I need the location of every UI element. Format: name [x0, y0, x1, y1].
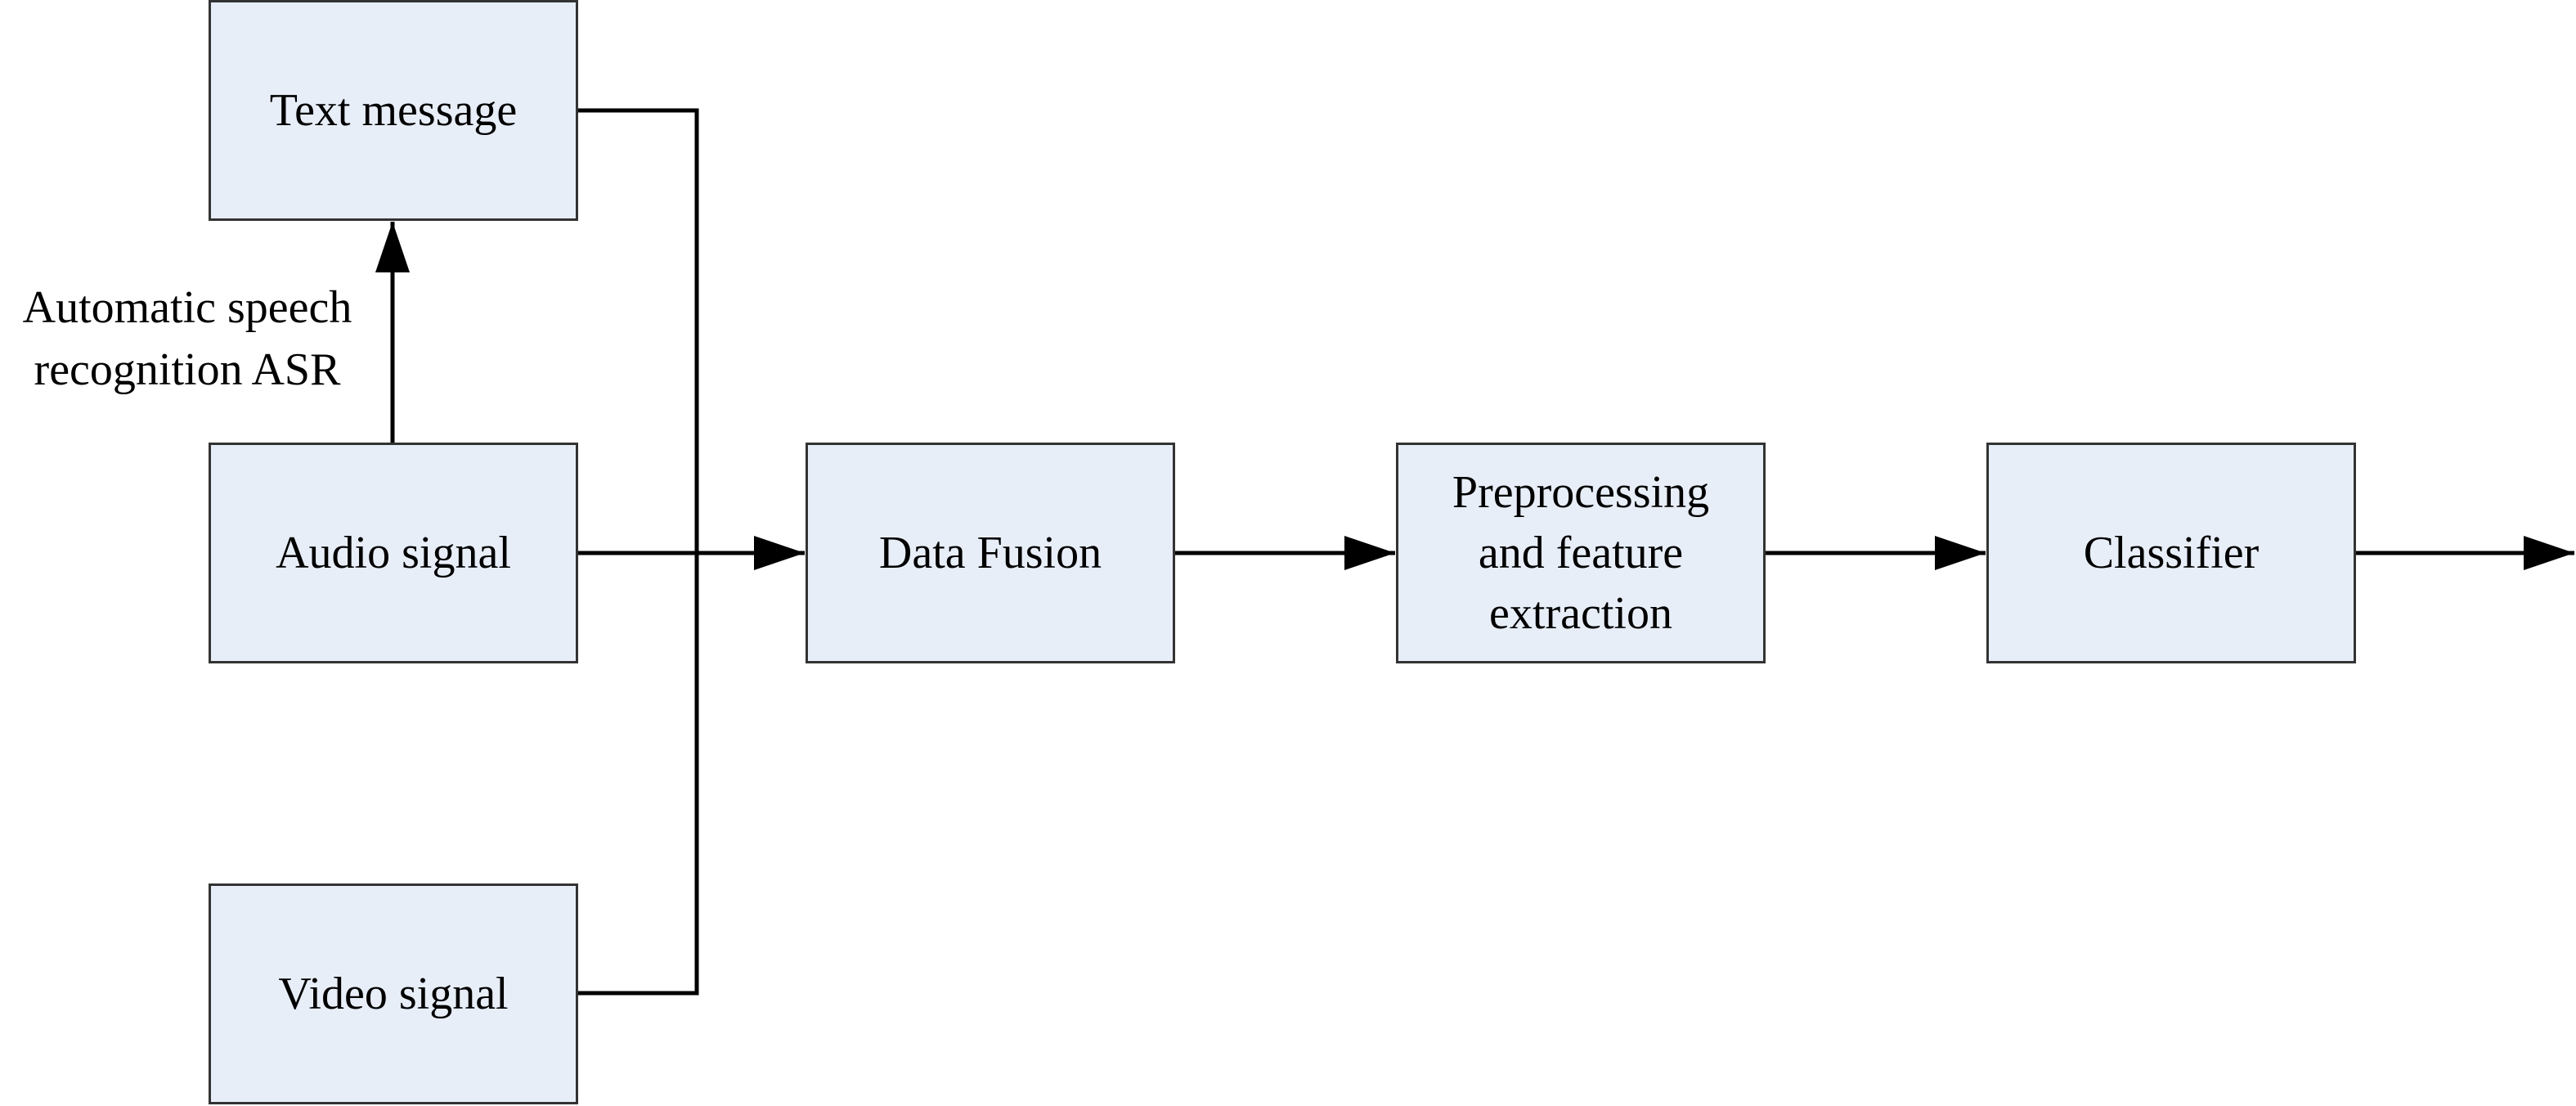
node-video-signal: Video signal: [209, 883, 578, 1104]
node-audio-signal-label: Audio signal: [276, 528, 511, 578]
node-preprocessing-line-3: extraction: [1489, 588, 1672, 639]
node-audio-signal: Audio signal: [209, 443, 578, 663]
edge-label-asr: Automatic speech recognition ASR: [2, 276, 373, 401]
node-preprocessing: Preprocessing and feature extraction: [1396, 443, 1766, 663]
node-classifier-label: Classifier: [2083, 528, 2260, 578]
node-preprocessing-line-1: Preprocessing: [1452, 467, 1710, 518]
node-classifier: Classifier: [1986, 443, 2356, 663]
node-text-message-label: Text message: [269, 85, 518, 136]
node-text-message: Text message: [209, 0, 578, 221]
node-preprocessing-line-2: and feature: [1478, 528, 1684, 578]
edge-label-asr-line-1: Automatic speech: [22, 282, 352, 333]
node-data-fusion: Data Fusion: [806, 443, 1175, 663]
node-video-signal-label: Video signal: [278, 969, 509, 1019]
edge-text-to-bus: [578, 108, 699, 551]
edge-label-asr-line-2: recognition ASR: [34, 344, 341, 395]
edge-video-to-bus: [578, 551, 699, 996]
node-data-fusion-label: Data Fusion: [878, 528, 1102, 578]
